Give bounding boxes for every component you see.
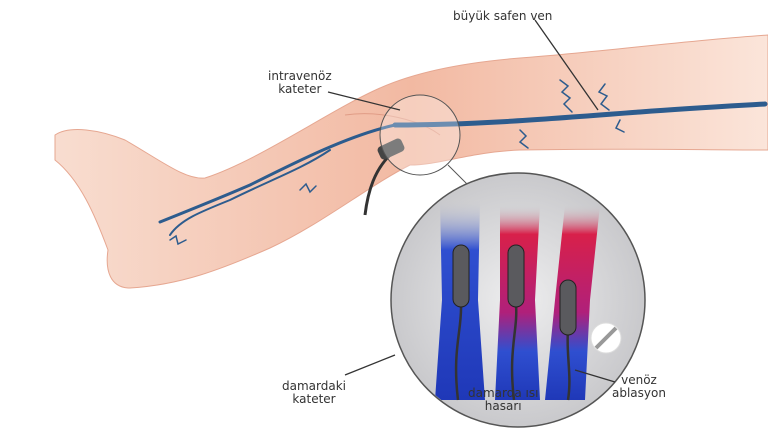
magnified-vein-view: [390, 172, 646, 428]
label-iv-catheter-line2: kateter: [278, 82, 322, 96]
label-great-saphenous-vein: büyük safen ven: [453, 9, 553, 23]
label-catheter-in-vein-line1: damardaki: [282, 379, 346, 393]
label-venous-ablation: venöz ablasyon: [612, 374, 666, 400]
great-saphenous-vein: [158, 79, 768, 246]
leader-lines: [327, 19, 616, 383]
catheter-tip-2: [507, 244, 525, 308]
label-heat-damage-line2: hasarı: [484, 399, 522, 413]
label-iv-catheter: intravenöz kateter: [268, 70, 332, 96]
label-heat-damage-line1: damarda ısı: [468, 386, 539, 400]
label-iv-catheter-line1: intravenöz: [268, 69, 332, 83]
knee-focus-circle: [379, 94, 461, 176]
label-venous-ablation-line1: venöz: [621, 373, 657, 387]
catheter-cable: [363, 153, 392, 216]
catheter-hub: [377, 138, 405, 160]
catheter-tip-3: [559, 279, 577, 336]
label-heat-damage: damarda ısı hasarı: [468, 387, 538, 413]
label-catheter-in-vein-line2: kateter: [292, 392, 336, 406]
label-venous-ablation-line2: ablasyon: [612, 386, 666, 400]
knee-crease: [344, 113, 441, 136]
catheter-tip-1: [452, 244, 470, 308]
label-catheter-in-vein: damardaki kateter: [282, 380, 346, 406]
no-flow-icon: [590, 322, 622, 354]
